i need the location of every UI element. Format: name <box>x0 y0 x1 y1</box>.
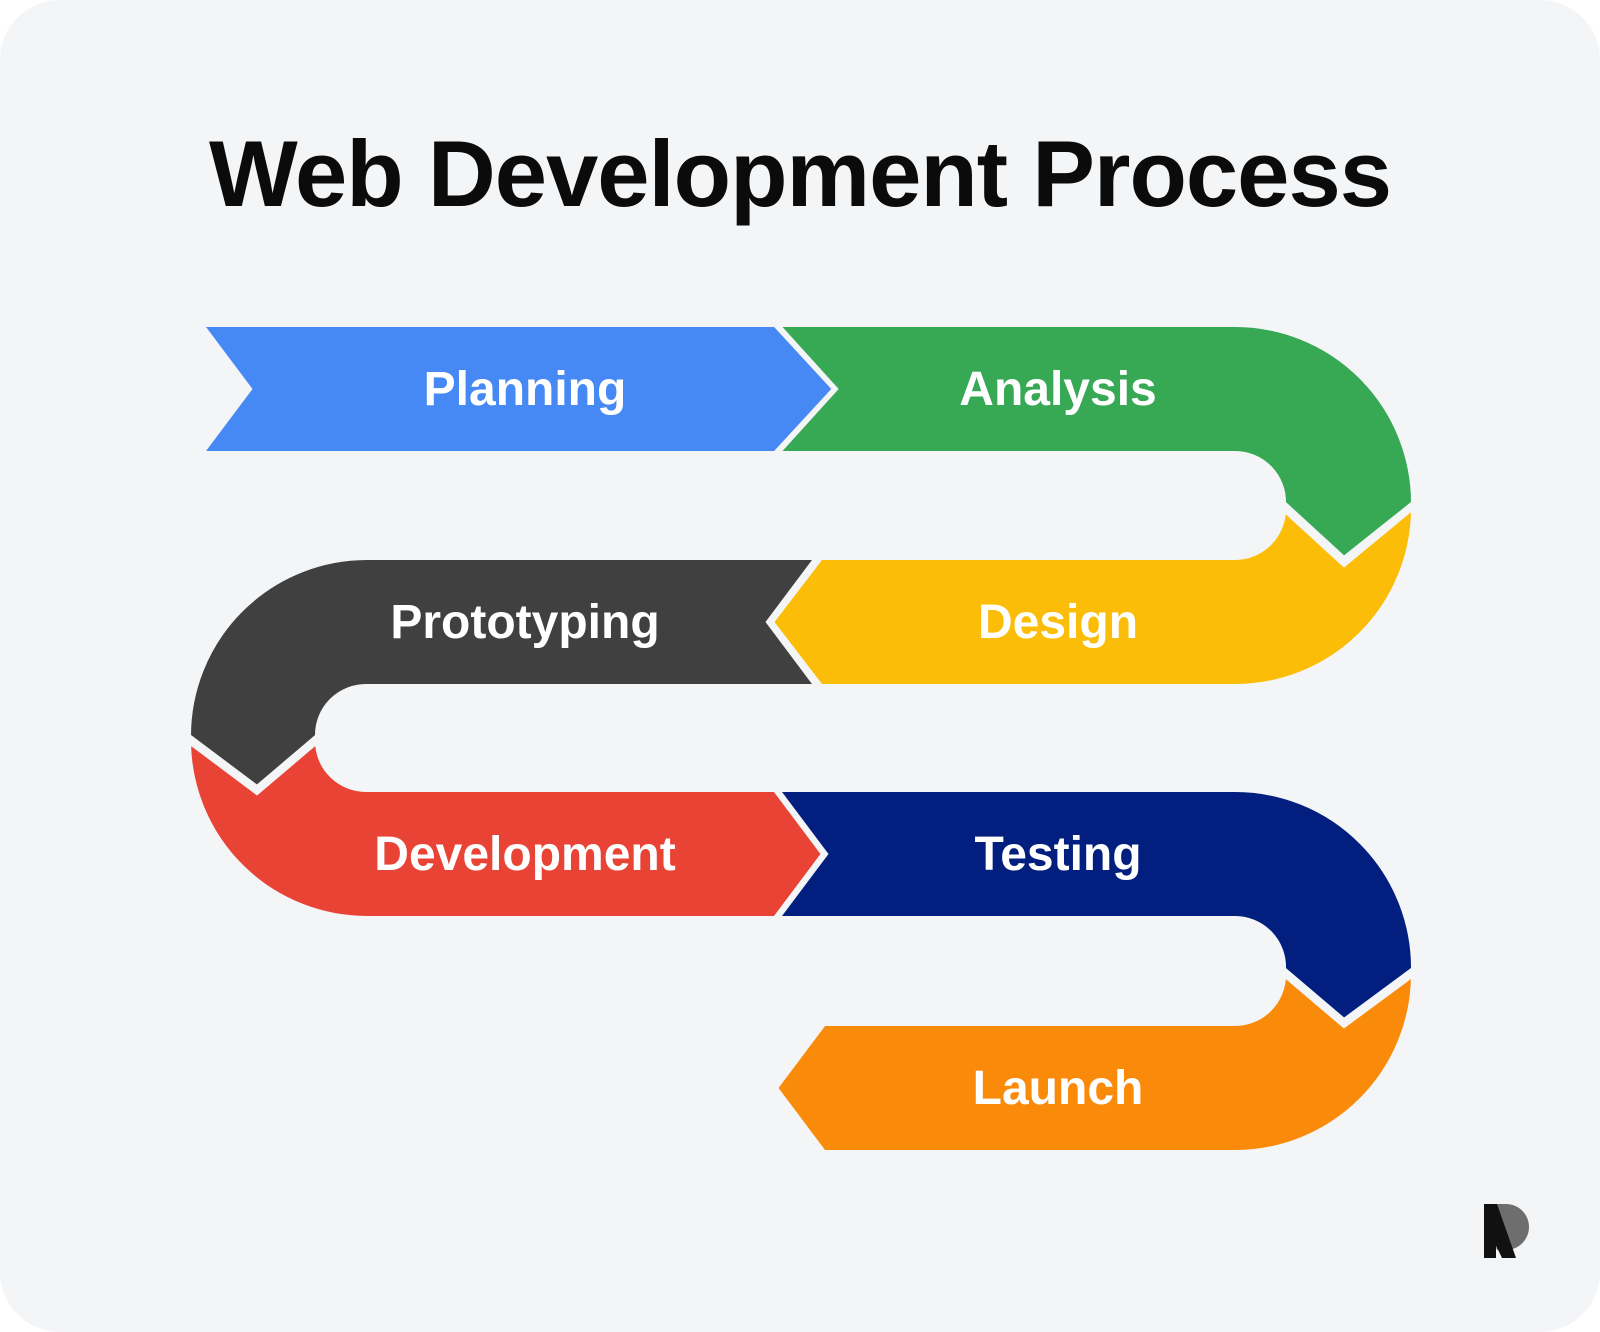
step-label-analysis: Analysis <box>959 363 1156 416</box>
step-label-testing: Testing <box>974 828 1141 881</box>
step-shape-prototyping <box>186 556 820 790</box>
step-label-prototyping: Prototyping <box>390 596 659 649</box>
step-shape-planning <box>198 323 837 455</box>
step-shape-launch <box>773 970 1416 1154</box>
step-shape-analysis <box>773 323 1416 561</box>
step-label-planning: Planning <box>424 363 627 416</box>
step-label-launch: Launch <box>973 1062 1144 1115</box>
step-shape-development <box>186 737 826 920</box>
step-shape-design <box>769 503 1416 688</box>
brand-r-logo-icon <box>1484 1204 1529 1258</box>
step-label-design: Design <box>978 596 1138 649</box>
diagram-title: Web Development Process <box>208 121 1392 226</box>
step-label-development: Development <box>374 828 675 881</box>
step-shape-testing <box>774 788 1416 1023</box>
